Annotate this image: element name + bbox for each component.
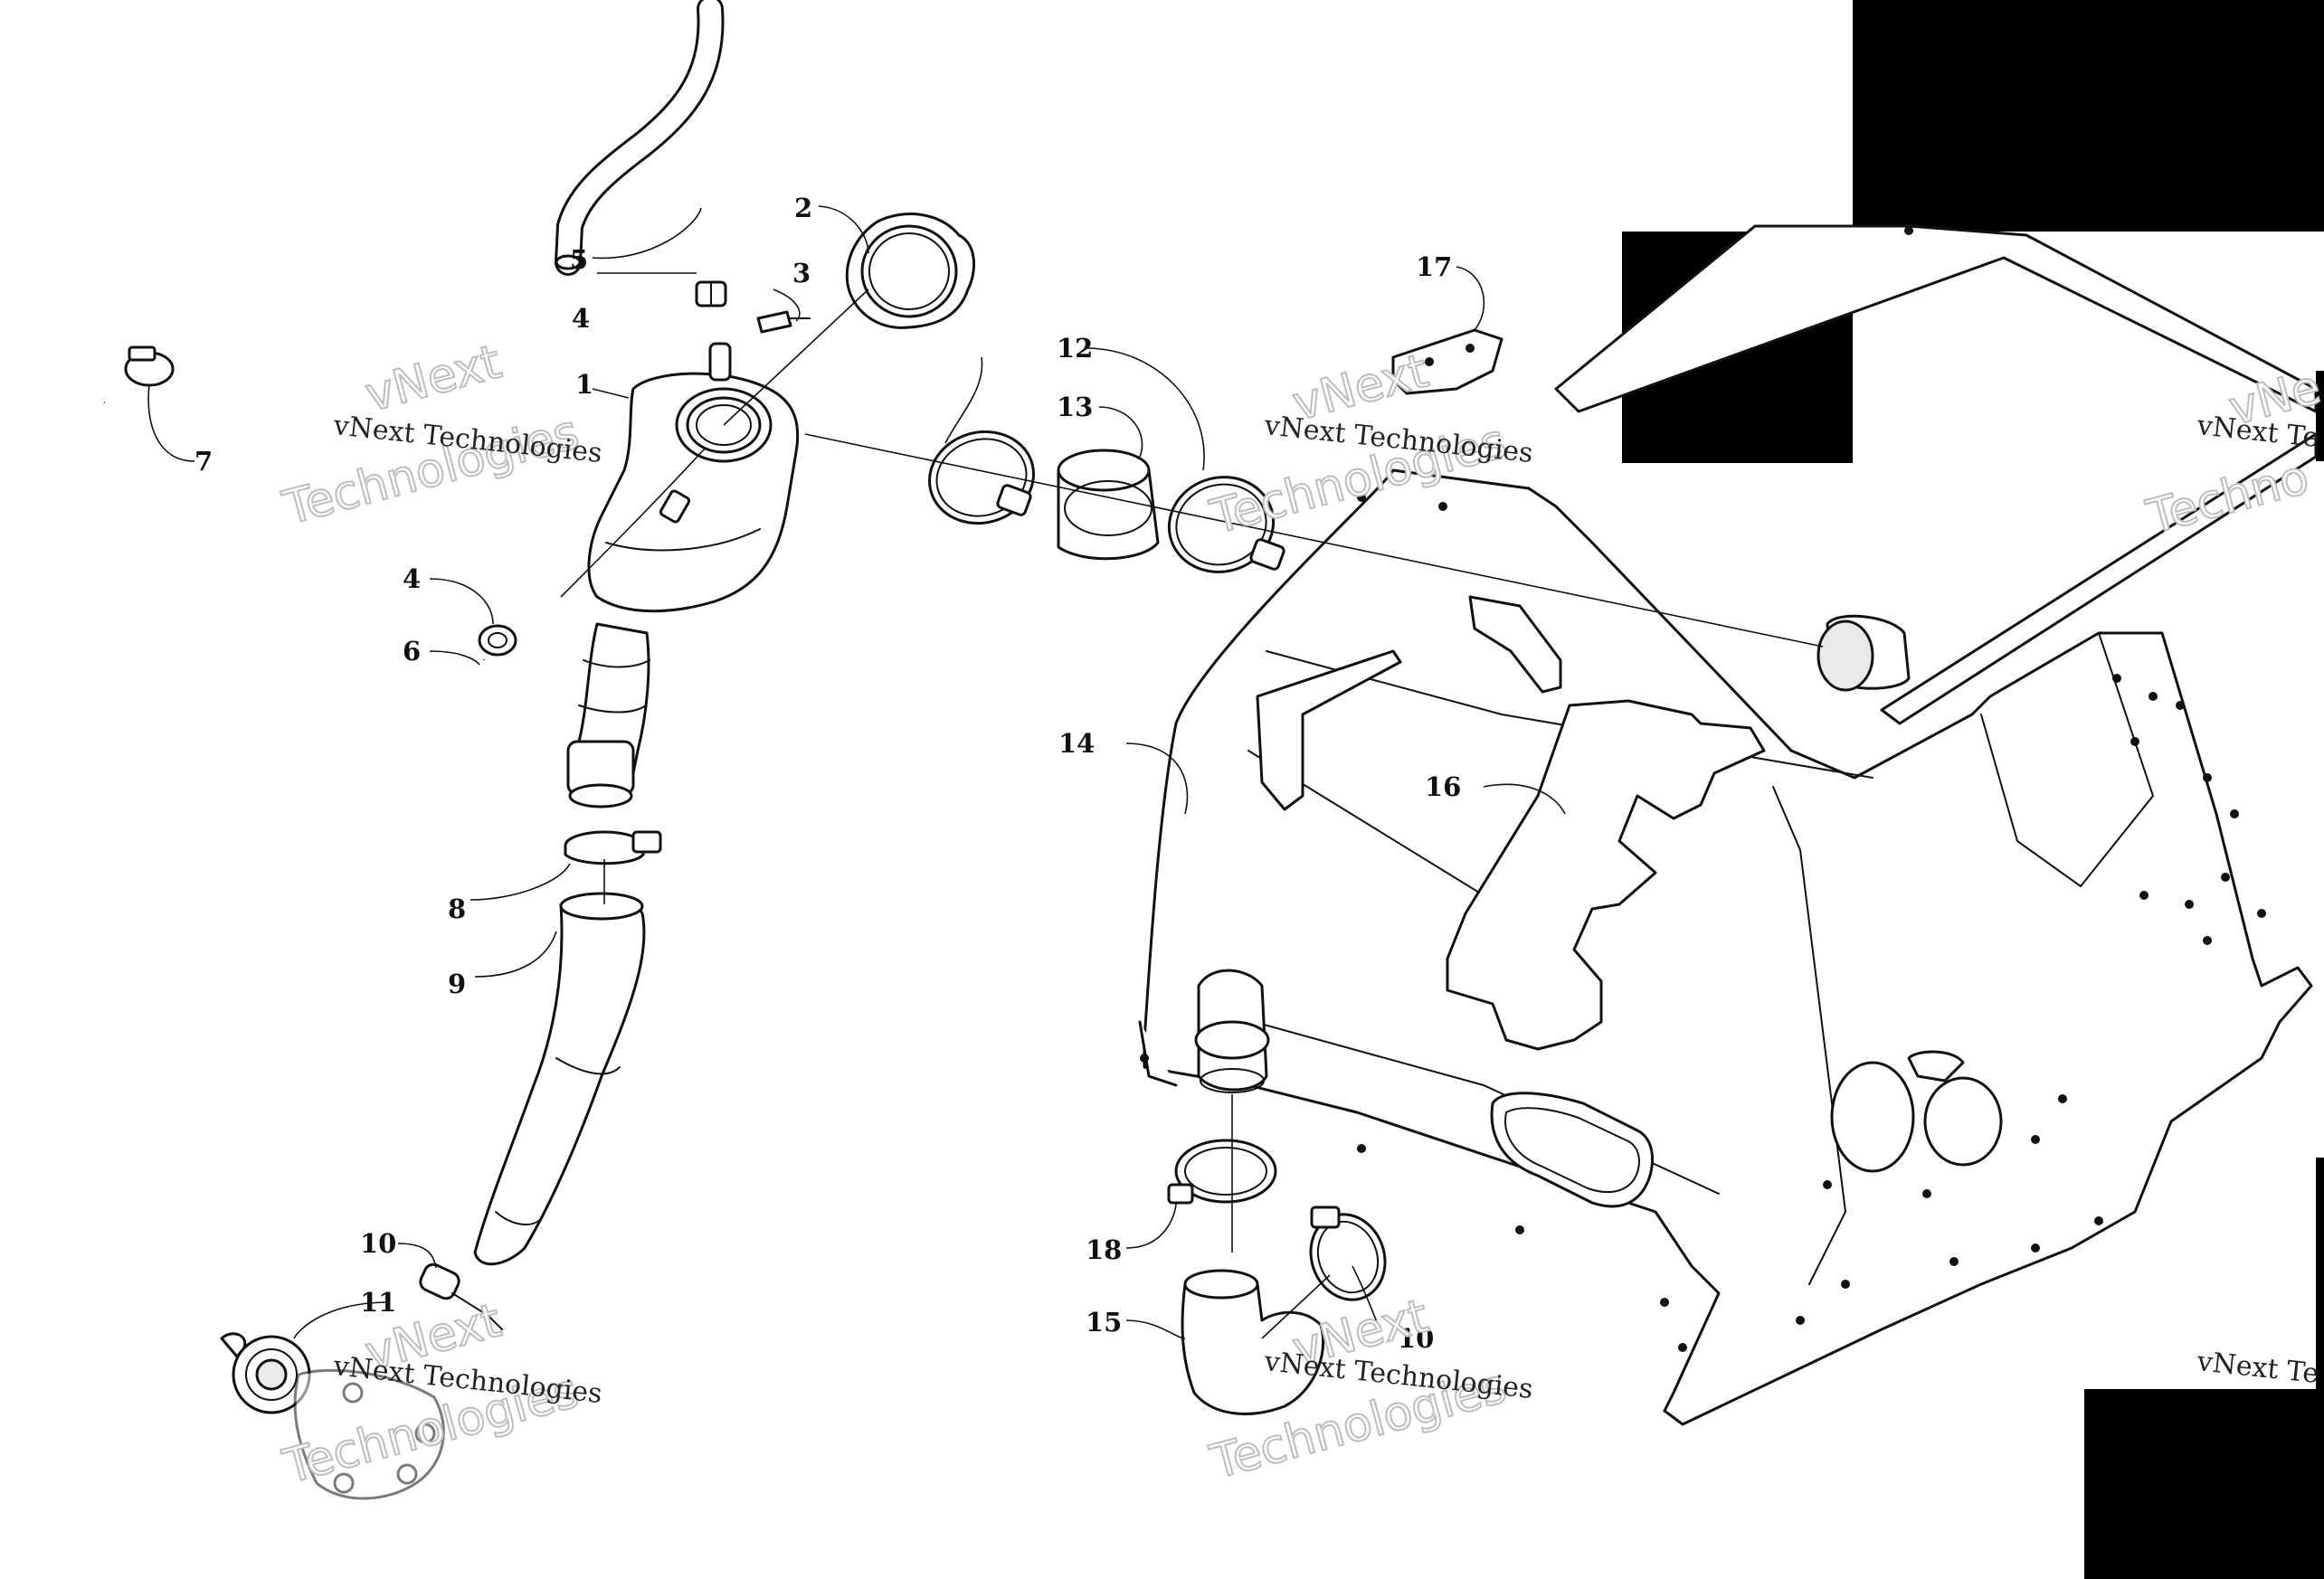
- fitting-15-upper: [1194, 969, 1270, 1093]
- water-pump: [293, 1368, 445, 1500]
- clamp-12-right: [1167, 476, 1285, 573]
- callout-11: 11: [360, 1287, 396, 1318]
- vent-hose-5: [555, 0, 725, 276]
- clamp-4-lower: [478, 624, 517, 657]
- callout-numbers: 1 2 3 4 4 5 6 7 8 9 10 10 11 12 13 14 15…: [194, 193, 1461, 1354]
- callout-12: 12: [1057, 333, 1093, 364]
- clamp-12-left: [928, 430, 1035, 525]
- bracket-17-mounted: [1468, 595, 1562, 694]
- redaction-block-bottom-right: [2084, 1389, 2324, 1579]
- clamp-8: [564, 830, 662, 865]
- callout-4-lower: 4: [403, 563, 421, 594]
- callout-3: 3: [792, 258, 811, 288]
- thermostat-11: [220, 1332, 311, 1414]
- callout-9: 9: [448, 969, 466, 999]
- coupler-13: [1057, 449, 1160, 561]
- hose-9: [473, 892, 646, 1266]
- callout-5: 5: [570, 244, 588, 275]
- rivet-3: [756, 310, 811, 334]
- bracket-17: [1391, 328, 1503, 395]
- coolant-tank-1: [566, 342, 800, 808]
- redaction-block-right-edge-mid: [2316, 1158, 2324, 1389]
- clamp-4-upper: [695, 280, 727, 307]
- leader-lines: [147, 205, 1824, 1339]
- callout-18: 18: [1086, 1234, 1122, 1265]
- callout-4-upper: 4: [572, 303, 590, 334]
- bulkhead-14: [1138, 224, 2318, 1426]
- callout-8: 8: [448, 894, 466, 924]
- clamp-10-right: [1309, 1206, 1387, 1301]
- heat-shield-16: [1446, 699, 1766, 1051]
- callout-15: 15: [1086, 1307, 1122, 1338]
- watermark-small-cut: vNext Te: [2195, 1346, 2320, 1390]
- callout-10-left: 10: [360, 1228, 396, 1259]
- callout-10-right: 10: [1398, 1323, 1434, 1354]
- callout-7: 7: [194, 446, 213, 477]
- redaction-block-right-edge-top: [2316, 371, 2324, 461]
- watermark-big-a: vNext: [360, 335, 507, 422]
- watermark-big-b-cut: Techno: [2141, 450, 2315, 545]
- hose-7: [5, 345, 495, 844]
- callout-16: 16: [1425, 771, 1461, 802]
- callout-1: 1: [575, 369, 593, 400]
- callout-17: 17: [1416, 251, 1452, 282]
- clamp-18: [1167, 1139, 1277, 1205]
- filler-cap-2: [845, 213, 976, 329]
- callout-14: 14: [1058, 728, 1095, 759]
- callout-6: 6: [403, 636, 421, 667]
- clamp-10-left: [419, 1262, 503, 1330]
- outlet-port: [1817, 614, 1911, 692]
- redaction-block-top-right: [1853, 0, 2324, 232]
- callout-13: 13: [1057, 392, 1093, 422]
- callout-2: 2: [794, 193, 812, 223]
- elbow-hose-15: [1181, 1269, 1325, 1415]
